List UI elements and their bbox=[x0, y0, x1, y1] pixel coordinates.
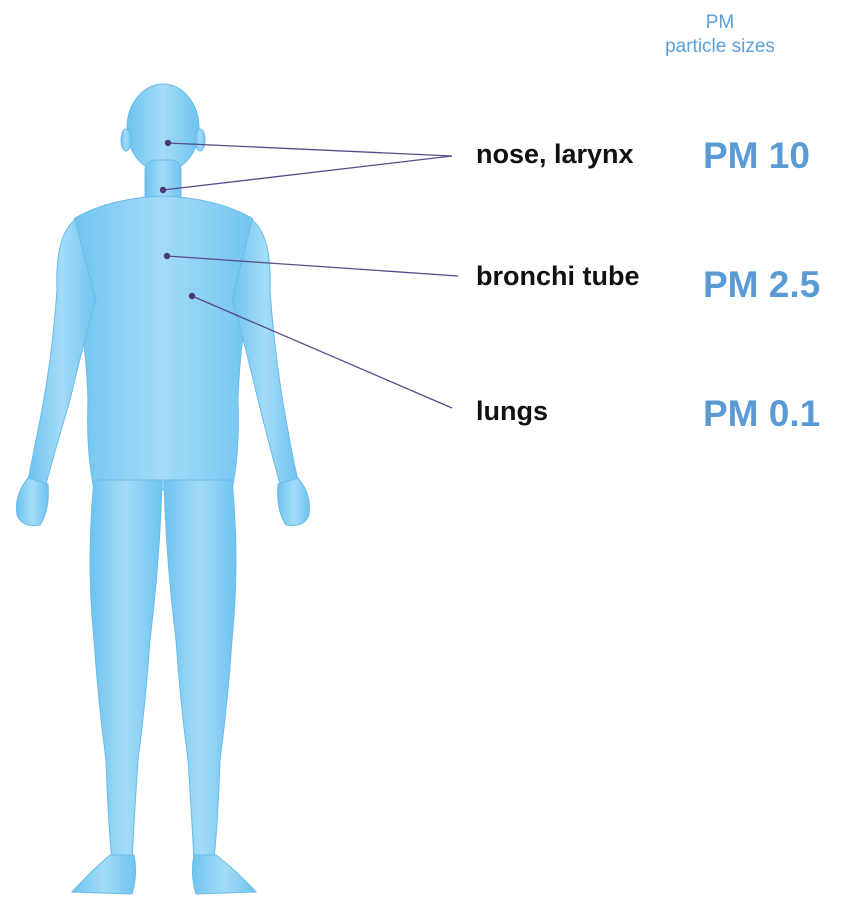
leader-line-nose bbox=[168, 143, 452, 156]
left-leg-shape bbox=[90, 480, 162, 862]
organ-label-lungs: lungs bbox=[476, 396, 548, 426]
right-ear-shape bbox=[195, 129, 205, 151]
marker-nose bbox=[165, 140, 171, 146]
left-ear-shape bbox=[121, 129, 131, 151]
marker-larynx bbox=[160, 187, 166, 193]
right-foot-shape bbox=[192, 855, 256, 894]
pm-size-label-0-1: PM 0.1 bbox=[703, 393, 820, 435]
right-leg-shape bbox=[164, 480, 236, 862]
marker-bronchi bbox=[164, 253, 170, 259]
header-title: PM bbox=[640, 12, 800, 34]
organ-label-bronchi-tube: bronchi tube bbox=[476, 261, 640, 291]
right-hand-shape bbox=[278, 478, 310, 526]
left-foot-shape bbox=[72, 855, 136, 894]
pm-size-label-10: PM 10 bbox=[703, 135, 810, 177]
header-subtitle: particle sizes bbox=[640, 36, 800, 58]
right-arm-shape bbox=[232, 220, 298, 484]
pm-size-label-2-5: PM 2.5 bbox=[703, 264, 820, 306]
leader-line-larynx bbox=[163, 156, 452, 190]
marker-lungs bbox=[189, 293, 195, 299]
organ-label-nose-larynx: nose, larynx bbox=[476, 139, 634, 169]
head-shape bbox=[127, 84, 199, 172]
left-hand-shape bbox=[16, 478, 48, 526]
torso-shape bbox=[68, 196, 259, 490]
